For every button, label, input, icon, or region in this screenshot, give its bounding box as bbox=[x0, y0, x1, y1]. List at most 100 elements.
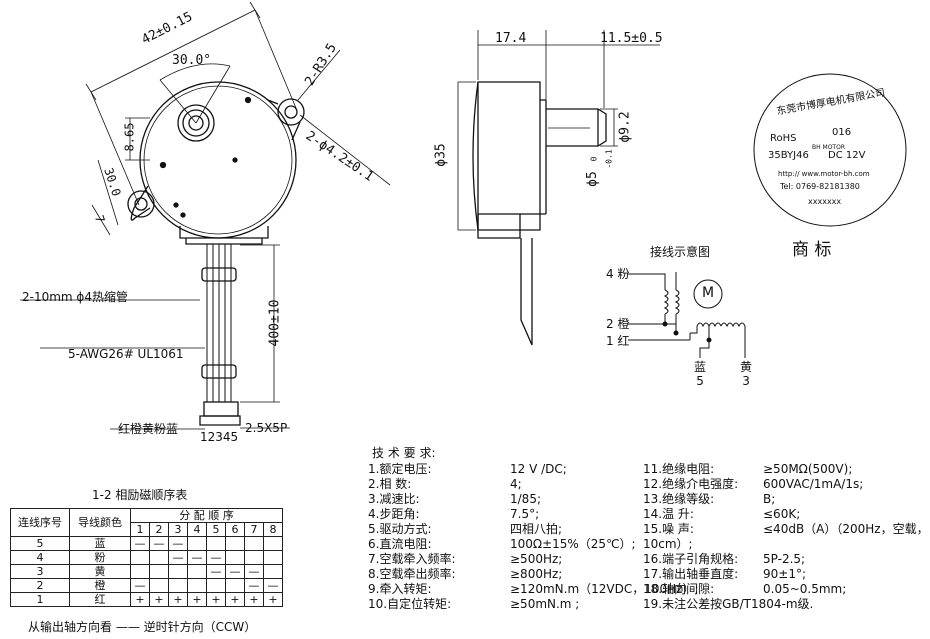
step-header: 5 bbox=[206, 522, 226, 537]
spec-row: 2.相 数:4; bbox=[368, 477, 699, 492]
spec-row: 17.输出轴垂直度:90±1°; bbox=[643, 567, 929, 582]
pin-numbers-label: 12345 bbox=[200, 430, 239, 444]
spec-row: 18.轴向间隙:0.05~0.5mm; bbox=[643, 582, 929, 597]
step-header: 4 bbox=[187, 522, 207, 537]
spec-value: 5P-2.5; bbox=[763, 552, 806, 566]
sequence-cell: — bbox=[263, 578, 283, 593]
row-color: 橙 bbox=[69, 578, 131, 593]
step-header: 1 bbox=[130, 522, 150, 537]
spec-row: 10cm）; bbox=[643, 537, 929, 552]
step-header: 3 bbox=[168, 522, 188, 537]
spec-row: 1.额定电压:12 V /DC; bbox=[368, 462, 699, 477]
row-number: 5 bbox=[10, 536, 70, 551]
spec-row: 10.自定位转矩:≥50mN.m ; bbox=[368, 597, 699, 612]
sequence-cell bbox=[244, 550, 264, 565]
flat-dim: ϕ9.2 bbox=[617, 111, 633, 143]
spec-row: 12.绝缘介电强度:600VAC/1mA/1s; bbox=[643, 477, 929, 492]
sequence-cell bbox=[149, 550, 169, 565]
spec-row: 6.直流电阻: 100Ω±15%（25℃）; bbox=[368, 537, 699, 552]
spec-label: 11.绝缘电阻: bbox=[643, 462, 715, 476]
wiring-pin-1: 1 红 bbox=[606, 334, 630, 348]
spec-row: 7.空载牵入频率: ≥500Hz; bbox=[368, 552, 699, 567]
sequence-cell: + bbox=[149, 592, 169, 607]
spec-label: 8.空载牵出频率: bbox=[368, 567, 456, 581]
sequence-cell bbox=[244, 536, 264, 551]
sequence-cell bbox=[149, 578, 169, 593]
spec-value: 600VAC/1mA/1s; bbox=[763, 477, 864, 491]
sequence-cell: — bbox=[206, 564, 226, 579]
spec-row: 9.牵入转矩:≥120mN.m（12VDC，100Hz）; bbox=[368, 582, 699, 597]
spec-label: 14.温 升: bbox=[643, 507, 694, 521]
spec-value: 7.5°; bbox=[510, 507, 540, 521]
spec-label: 18.轴向间隙: bbox=[643, 582, 715, 596]
row-color: 蓝 bbox=[69, 536, 131, 551]
wiring-schematic bbox=[628, 272, 746, 358]
spec-label: 16.端子引角规格: bbox=[643, 552, 739, 566]
sequence-cell: — bbox=[225, 564, 245, 579]
trademark-tel: Tel: 0769-82181380 bbox=[780, 182, 860, 191]
sequence-cell bbox=[225, 536, 245, 551]
step-header: 8 bbox=[263, 522, 283, 537]
sequence-cell bbox=[187, 564, 207, 579]
spec-value: ≥120mN.m（12VDC，100Hz）; bbox=[510, 582, 699, 596]
sequence-cell: — bbox=[130, 578, 150, 593]
spec-row: 11.绝缘电阻:≥50MΩ(500V); bbox=[643, 462, 929, 477]
sequence-cell bbox=[206, 578, 226, 593]
spec-label: 5.驱动方式: bbox=[368, 522, 432, 536]
sequence-cell bbox=[206, 536, 226, 551]
col-header-number: 连线序号 bbox=[10, 508, 70, 537]
spec-value: 4; bbox=[510, 477, 522, 491]
front-view-dimensions bbox=[20, 1, 391, 430]
spec-value: ≤40dB（A）（200Hz，空载， bbox=[763, 522, 929, 536]
sequence-cell: — bbox=[168, 536, 188, 551]
row-color: 粉 bbox=[69, 550, 131, 565]
trademark-serial: xxxxxxx bbox=[808, 197, 842, 206]
spec-label: 10cm）; bbox=[643, 537, 693, 551]
color-order-label: 红橙黄粉蓝 bbox=[118, 422, 179, 436]
motor-symbol: M bbox=[702, 285, 715, 301]
row-number: 2 bbox=[10, 578, 70, 593]
spec-value: 四相八拍; bbox=[510, 522, 563, 536]
spec-value: 1/85; bbox=[510, 492, 541, 506]
row-number: 4 bbox=[10, 550, 70, 565]
spec-value: 100Ω±15%（25℃）; bbox=[510, 537, 636, 551]
trademark-circle bbox=[753, 73, 907, 227]
sequence-cell: — bbox=[187, 550, 207, 565]
spec-label: 7.空载牵入频率: bbox=[368, 552, 456, 566]
sequence-cell: + bbox=[130, 592, 150, 607]
step-header: 6 bbox=[225, 522, 245, 537]
spec-row: 19.未注公差按GB/T1804-m级. bbox=[643, 597, 929, 612]
dim-offset: 8.65 bbox=[122, 122, 137, 152]
spec-row: 16.端子引角规格: 5P-2.5; bbox=[643, 552, 929, 567]
spec-row: 3.减速比:1/85; bbox=[368, 492, 699, 507]
sequence-cell bbox=[130, 550, 150, 565]
spec-value: ≥500Hz; bbox=[510, 552, 563, 566]
trademark-brand: BH MOTOR bbox=[812, 144, 845, 151]
sequence-cell: + bbox=[168, 592, 188, 607]
sequence-cell bbox=[263, 536, 283, 551]
sequence-cell: — bbox=[149, 536, 169, 551]
row-number: 1 bbox=[10, 592, 70, 607]
sequence-cell bbox=[225, 550, 245, 565]
spec-value: 90±1°; bbox=[763, 567, 807, 581]
sequence-cell: + bbox=[206, 592, 226, 607]
body-length-dim: 17.4 bbox=[495, 31, 527, 46]
spec-row: 15.噪 声:≤40dB（A）（200Hz，空载， bbox=[643, 522, 929, 537]
group-header: 分 配 顺 序 bbox=[130, 508, 283, 523]
sequence-cell bbox=[225, 578, 245, 593]
sequence-cell bbox=[263, 550, 283, 565]
shaft-length-dim: 11.5±0.5 bbox=[600, 31, 663, 46]
spec-label: 6.直流电阻: bbox=[368, 537, 432, 551]
shaft-diameter-dim: ϕ5 bbox=[584, 171, 600, 187]
sequence-table-title: 1-2 相励磁顺序表 bbox=[92, 488, 188, 502]
sequence-cell: + bbox=[225, 592, 245, 607]
shaft-tol-upper: 0 bbox=[589, 156, 599, 162]
spec-label: 4.步距角: bbox=[368, 507, 420, 521]
sequence-cell bbox=[168, 564, 188, 579]
sequence-cell: + bbox=[263, 592, 283, 607]
